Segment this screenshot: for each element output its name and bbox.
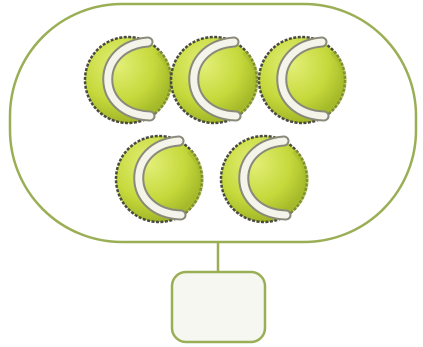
tennis-ball-icon: [259, 37, 345, 123]
tennis-ball-icon: [221, 136, 307, 222]
answer-box[interactable]: [172, 272, 265, 342]
tennis-ball-icon: [116, 136, 202, 222]
tennis-ball-icon: [171, 37, 257, 123]
tennis-ball-icon: [85, 37, 171, 123]
